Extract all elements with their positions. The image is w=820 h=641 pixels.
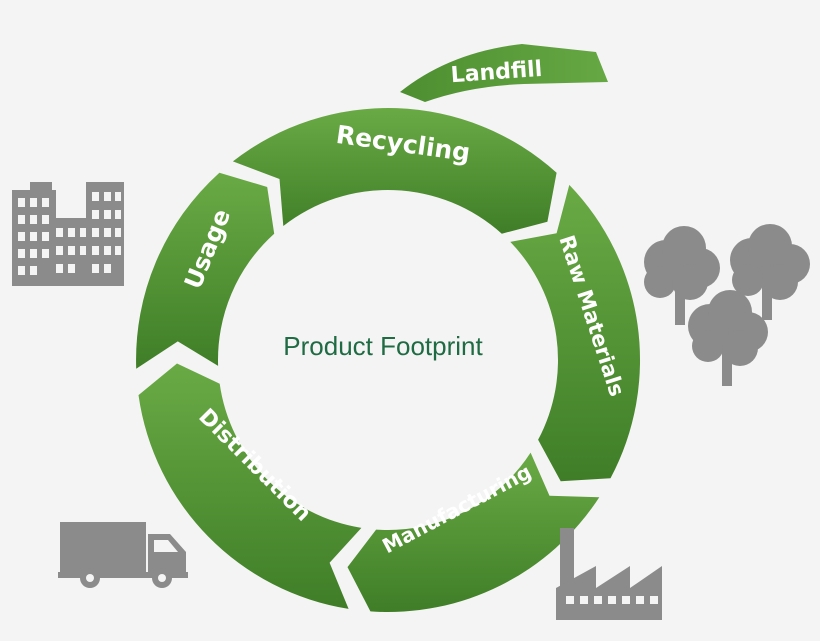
distribution-segment (138, 363, 362, 609)
recycling-segment (232, 108, 557, 234)
factory-icon (556, 528, 662, 620)
landfill-arrow (400, 44, 608, 102)
truck-icon (58, 522, 188, 588)
raw-materials-segment (510, 184, 641, 482)
manufacturing-segment (347, 452, 600, 613)
center-label: Product Footprint (283, 331, 483, 361)
usage-segment (136, 172, 275, 369)
trees-icon (644, 224, 810, 386)
office-buildings-icon (12, 182, 124, 286)
